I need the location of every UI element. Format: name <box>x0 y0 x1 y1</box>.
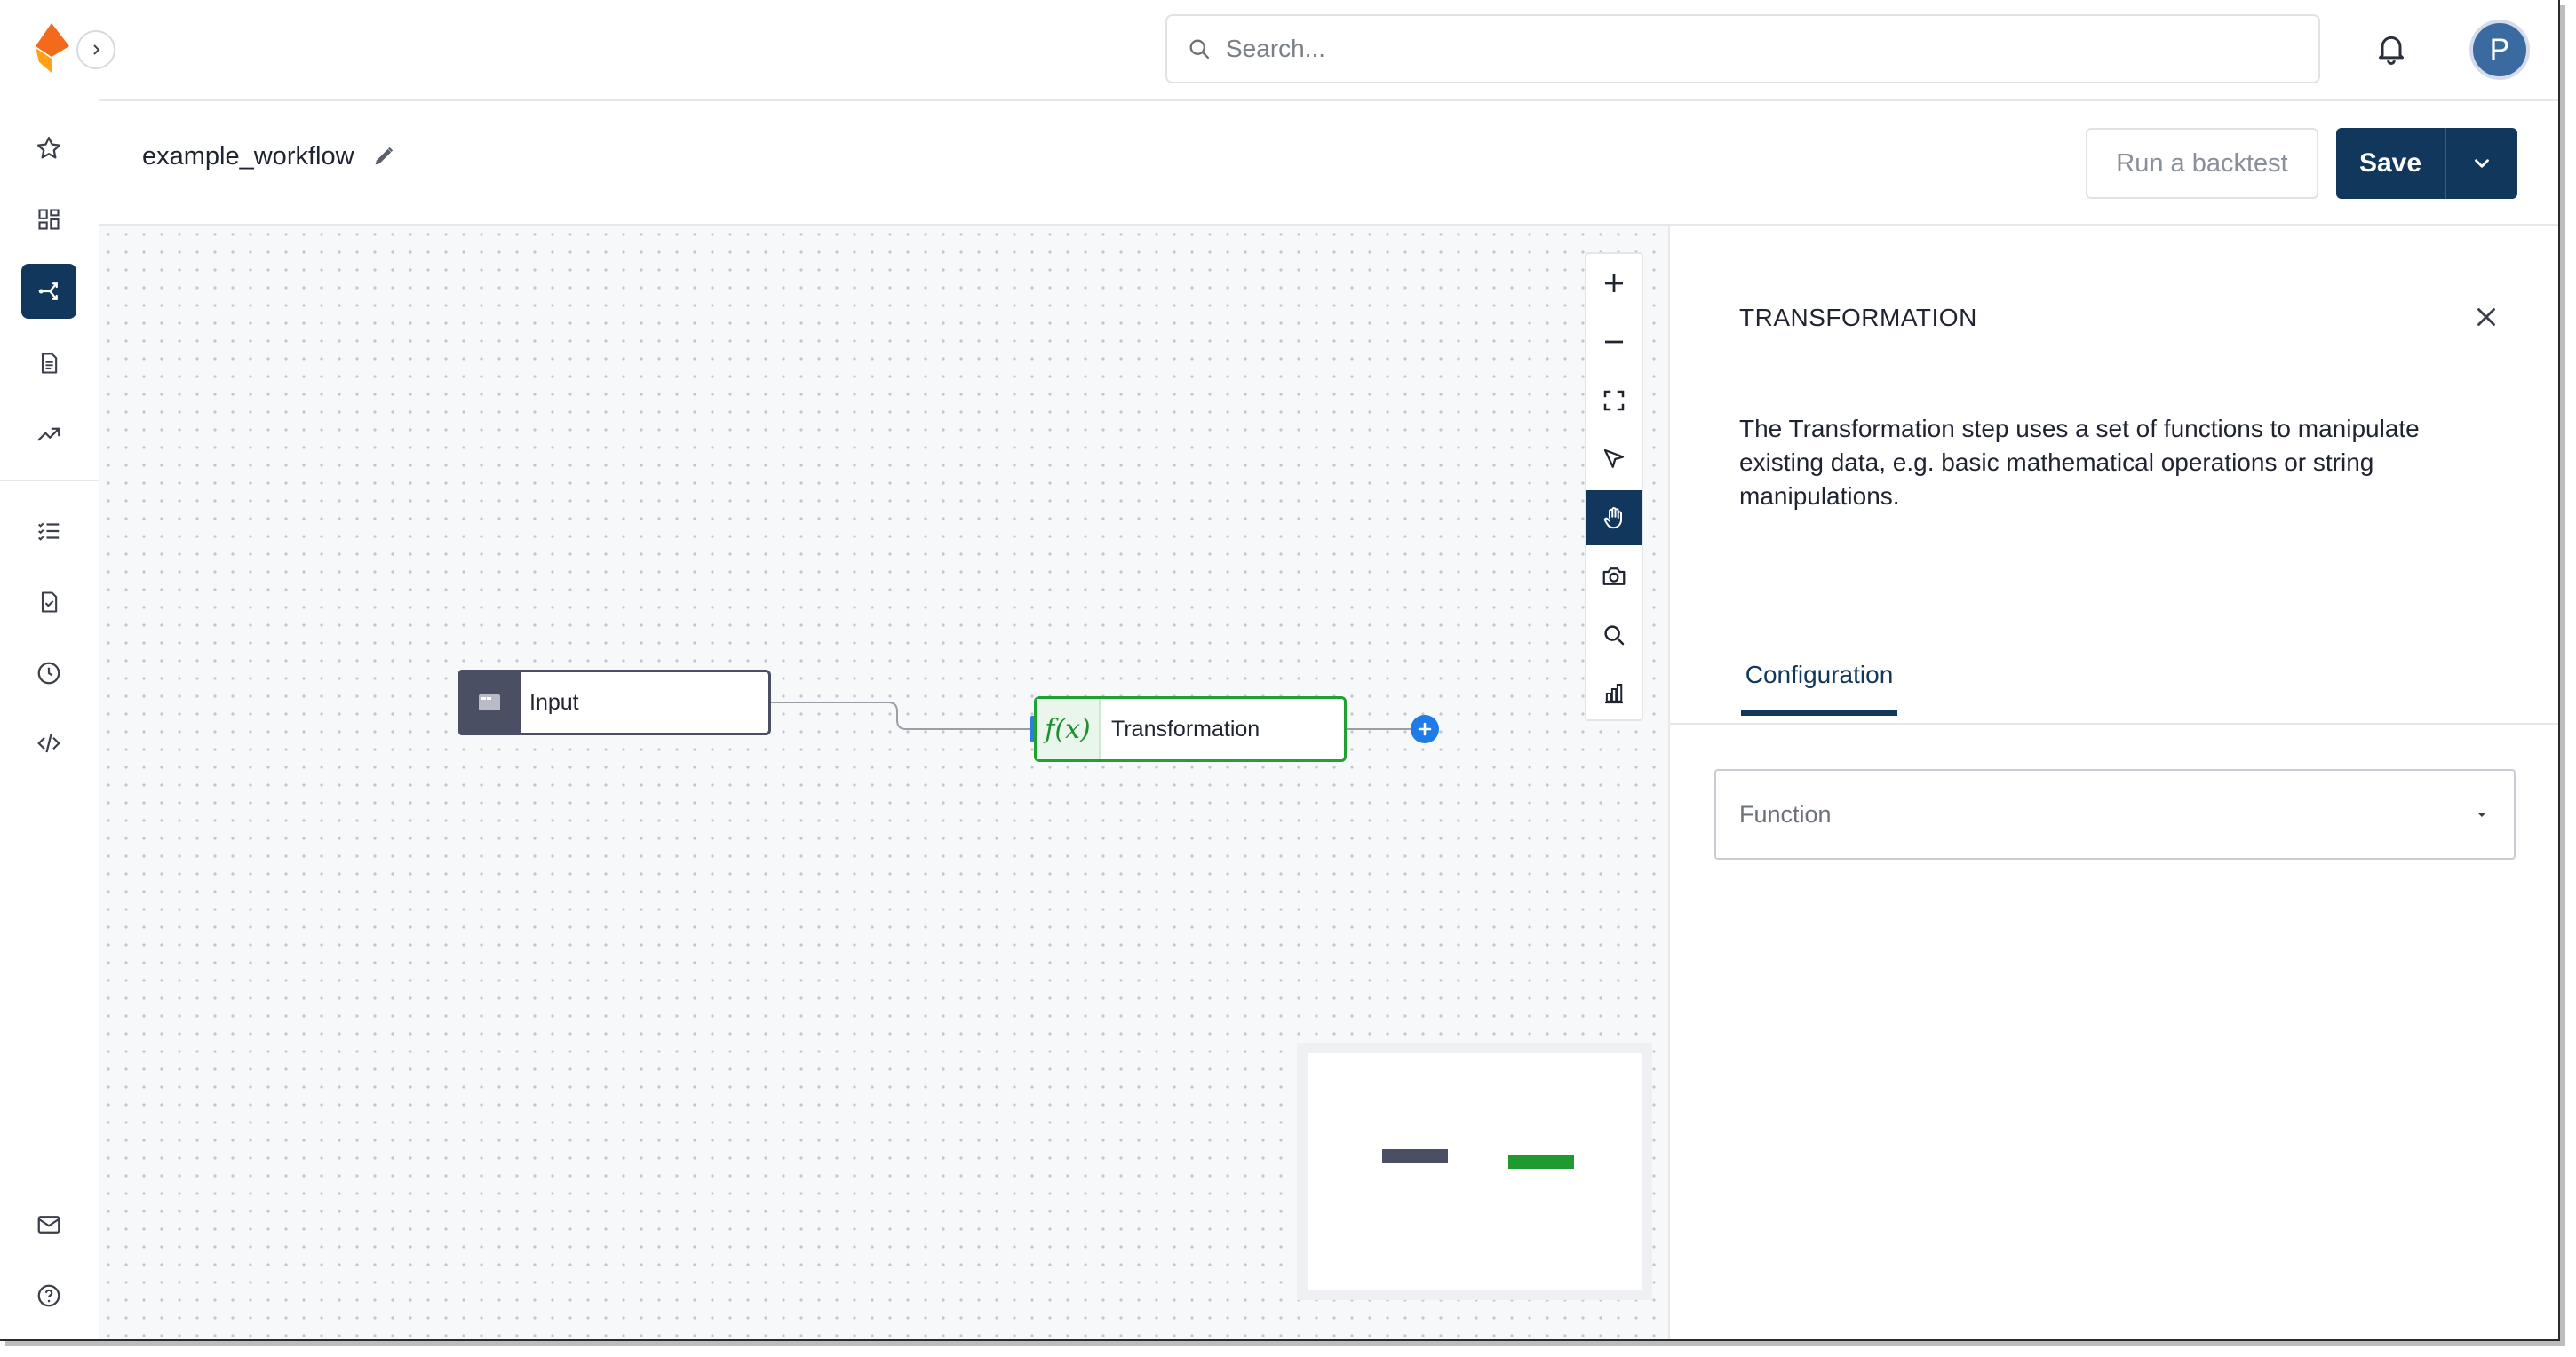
mail-icon <box>37 1216 60 1234</box>
save-button[interactable]: Save <box>2336 128 2445 199</box>
fit-view-button[interactable] <box>1586 373 1642 428</box>
sidebar-item-analytics[interactable] <box>21 407 76 462</box>
minimap-node-input <box>1382 1149 1448 1163</box>
function-icon: f(x) <box>1037 699 1101 759</box>
save-divider <box>2445 128 2446 199</box>
select-tool-button[interactable] <box>1586 432 1642 487</box>
select-pointer-icon <box>1603 448 1625 468</box>
sidebar-item-favorites[interactable] <box>21 121 76 176</box>
sidebar-item-messages[interactable] <box>21 1197 76 1252</box>
star-icon <box>37 137 60 159</box>
stats-button[interactable] <box>1586 666 1642 721</box>
workflow-header: example_workflow Run a backtest Save <box>99 101 2558 226</box>
input-port[interactable] <box>1030 716 1036 742</box>
expand-sidebar-button[interactable] <box>76 30 115 69</box>
panel-title: TRANSFORMATION <box>1739 304 1977 331</box>
zoom-out-icon <box>1605 340 1623 344</box>
plus-icon <box>1418 722 1432 736</box>
sidebar-item-reports[interactable] <box>21 575 76 630</box>
sidebar-item-documents[interactable] <box>21 336 76 391</box>
sidebar-item-dashboard[interactable] <box>21 192 76 247</box>
bell-icon <box>2379 36 2404 65</box>
document-icon <box>41 353 58 374</box>
chevron-right-icon <box>93 44 100 55</box>
notifications-button[interactable] <box>2373 30 2409 70</box>
tab-configuration[interactable]: Configuration <box>1741 661 1897 716</box>
pencil-icon <box>375 147 394 165</box>
minimap[interactable] <box>1297 1043 1652 1300</box>
chevron-down-icon <box>2475 159 2489 168</box>
sidebar-item-history[interactable] <box>21 646 76 701</box>
function-select[interactable]: Function <box>1714 769 2516 860</box>
help-icon <box>37 1284 60 1307</box>
clock-icon <box>37 662 60 685</box>
code-icon <box>37 734 60 753</box>
find-node-button[interactable] <box>1586 607 1642 663</box>
close-icon <box>2477 308 2495 326</box>
sidebar-item-code[interactable] <box>21 716 76 771</box>
node-label: Transformation <box>1111 716 1260 742</box>
minimap-viewport <box>1308 1053 1642 1290</box>
pan-tool-button[interactable] <box>1586 490 1642 545</box>
checklist-icon <box>38 522 60 541</box>
camera-icon <box>1602 567 1626 585</box>
sidebar-item-workflows[interactable] <box>21 264 76 319</box>
workflow-name: example_workflow <box>142 142 354 171</box>
close-panel-button[interactable] <box>2471 302 2501 337</box>
zoom-out-button[interactable] <box>1586 314 1642 369</box>
step-details-panel: TRANSFORMATION The Transformation step u… <box>1668 226 2558 1339</box>
run-backtest-button[interactable]: Run a backtest <box>2086 128 2318 199</box>
file-check-icon <box>41 591 58 613</box>
user-avatar[interactable]: P <box>2469 20 2530 80</box>
node-transformation[interactable]: f(x) Transformation <box>1034 696 1347 762</box>
tab-divider <box>1670 723 2558 725</box>
add-node-button[interactable] <box>1411 715 1439 743</box>
sidebar-item-tasks[interactable] <box>21 504 76 559</box>
sidebar <box>0 0 115 1339</box>
search-box[interactable] <box>1165 14 2320 83</box>
sidebar-item-help[interactable] <box>21 1268 76 1323</box>
node-label: Input <box>529 689 579 715</box>
search-icon <box>1604 625 1625 646</box>
panel-description: The Transformation step uses a set of fu… <box>1739 415 2420 510</box>
minimap-node-transformation <box>1508 1155 1574 1169</box>
input-node-icon <box>458 670 521 735</box>
rename-workflow-button[interactable] <box>371 144 396 173</box>
chart-icon <box>1605 684 1623 704</box>
pan-hand-icon <box>1603 507 1622 529</box>
workflow-icon <box>38 282 58 300</box>
zoom-in-icon <box>1605 274 1623 292</box>
dropdown-caret-icon <box>2477 813 2486 817</box>
zoom-in-button[interactable] <box>1586 256 1642 311</box>
trending-up-icon <box>37 427 60 441</box>
screenshot-button[interactable] <box>1586 549 1642 604</box>
app-logo[interactable] <box>30 21 73 75</box>
edges-layer <box>771 702 1411 730</box>
function-select-placeholder: Function <box>1739 800 1832 828</box>
search-icon <box>1189 39 1210 60</box>
top-bar: P <box>99 0 2558 101</box>
sidebar-divider <box>0 480 99 481</box>
search-input[interactable] <box>1224 34 2276 64</box>
node-input[interactable]: Input <box>458 670 771 735</box>
canvas-toolbar <box>1585 252 1643 721</box>
fit-view-icon <box>1603 390 1625 411</box>
dashboard-icon <box>38 209 60 230</box>
edge-input-to-transformation <box>771 702 1032 730</box>
save-options-button[interactable] <box>2446 128 2517 199</box>
workflow-canvas[interactable]: Input f(x) Transformation <box>99 226 1668 1339</box>
